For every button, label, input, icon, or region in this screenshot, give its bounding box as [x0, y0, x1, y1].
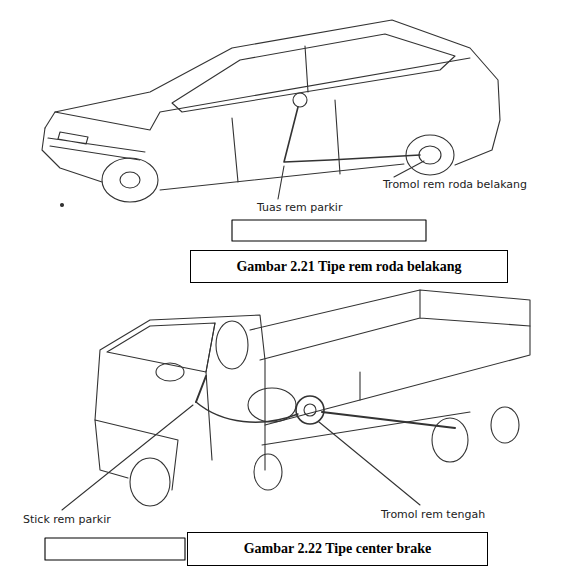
leader-line — [319, 422, 420, 505]
parking-cable — [196, 402, 298, 422]
seat — [216, 321, 248, 369]
car-pillar — [305, 46, 308, 92]
part-label: Tuas rem parkir — [256, 201, 343, 214]
rear-wheel — [432, 418, 468, 462]
car-body — [45, 20, 500, 165]
front-wheel-hub — [120, 172, 140, 188]
truck-front — [95, 420, 178, 490]
steering-wheel — [156, 363, 184, 381]
truck-frame — [262, 412, 470, 445]
parking-cable — [284, 107, 420, 162]
leader-line — [278, 166, 284, 199]
center-drum-hub — [304, 404, 316, 416]
car-door-line — [232, 100, 340, 182]
parking-lever-knob — [293, 93, 307, 107]
truck-cab — [95, 315, 265, 470]
truck-bed-side — [260, 290, 530, 400]
car-grille — [48, 132, 145, 160]
car-front — [42, 128, 102, 182]
leader-line — [394, 161, 424, 177]
front-wheel — [102, 158, 158, 202]
leader-line — [62, 405, 193, 510]
blank-box — [45, 538, 185, 560]
figure-caption: Gambar 2.22 Tipe center brake — [244, 541, 432, 557]
caption-box: Gambar 2.21 Tipe rem roda belakang — [190, 250, 508, 283]
rear-wheel — [491, 407, 519, 443]
center-drum — [296, 396, 324, 424]
part-label: Stick rem parkir — [22, 513, 112, 526]
car-windows — [172, 34, 455, 112]
blank-box — [232, 220, 426, 241]
truck-door — [206, 323, 215, 460]
part-label: Tromol rem roda belakang — [382, 178, 528, 191]
drive-shaft — [322, 412, 455, 428]
part-label: Tromol rem tengah — [380, 508, 486, 521]
car-hood — [55, 58, 470, 130]
caption-box: Gambar 2.22 Tipe center brake — [187, 532, 488, 566]
parking-stick — [196, 376, 206, 402]
dot — [61, 204, 64, 207]
truck-bed — [250, 290, 530, 425]
front-wheel — [254, 454, 282, 490]
front-wheel — [130, 458, 170, 506]
figure-caption: Gambar 2.21 Tipe rem roda belakang — [236, 259, 461, 275]
